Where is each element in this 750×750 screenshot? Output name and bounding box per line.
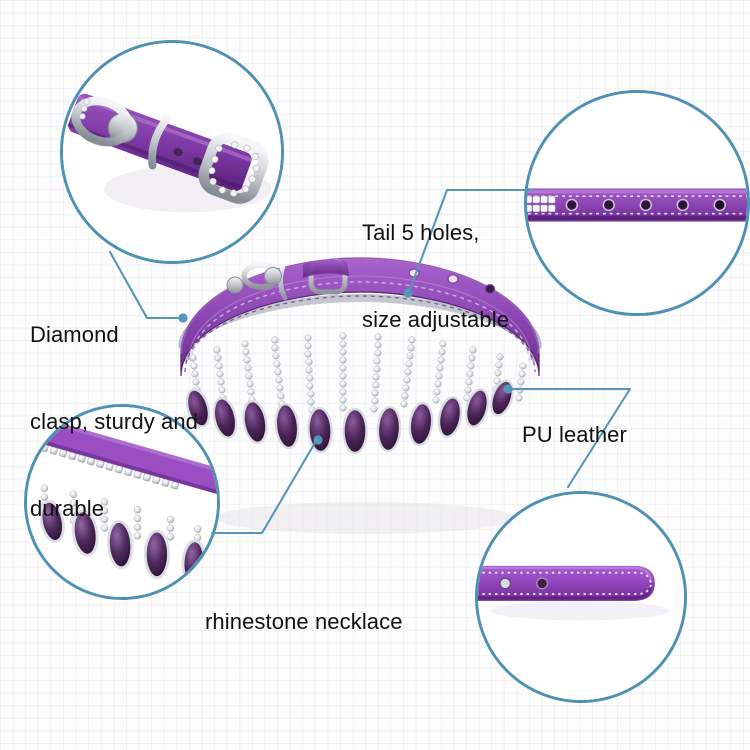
- tail-eyelets: [565, 198, 726, 212]
- callout-pu-leather: PU leather: [522, 362, 627, 507]
- callout-tail-holes: Tail 5 holes, size adjustable: [362, 160, 509, 392]
- callout-line: Diamond: [30, 322, 119, 347]
- callout-line: size adjustable: [362, 307, 510, 332]
- callout-rhinestone-necklace: rhinestone necklace: [205, 549, 403, 694]
- inset-fringe-closeup: [24, 404, 220, 600]
- inset-buckle-closeup: [60, 40, 284, 264]
- buckle-assembly: [226, 259, 351, 301]
- inset-leather-closeup: [475, 491, 687, 703]
- callout-line: PU leather: [522, 422, 627, 447]
- callout-line: durable: [30, 496, 105, 521]
- callout-line: clasp, sturdy and: [30, 409, 199, 434]
- callout-line: rhinestone necklace: [205, 609, 403, 634]
- gem-group: [185, 379, 514, 455]
- callout-line: Tail 5 holes,: [362, 220, 480, 245]
- callout-diamond-clasp: Diamond clasp, sturdy and durable: [30, 262, 198, 581]
- inset-tail-holes-closeup: [524, 90, 750, 316]
